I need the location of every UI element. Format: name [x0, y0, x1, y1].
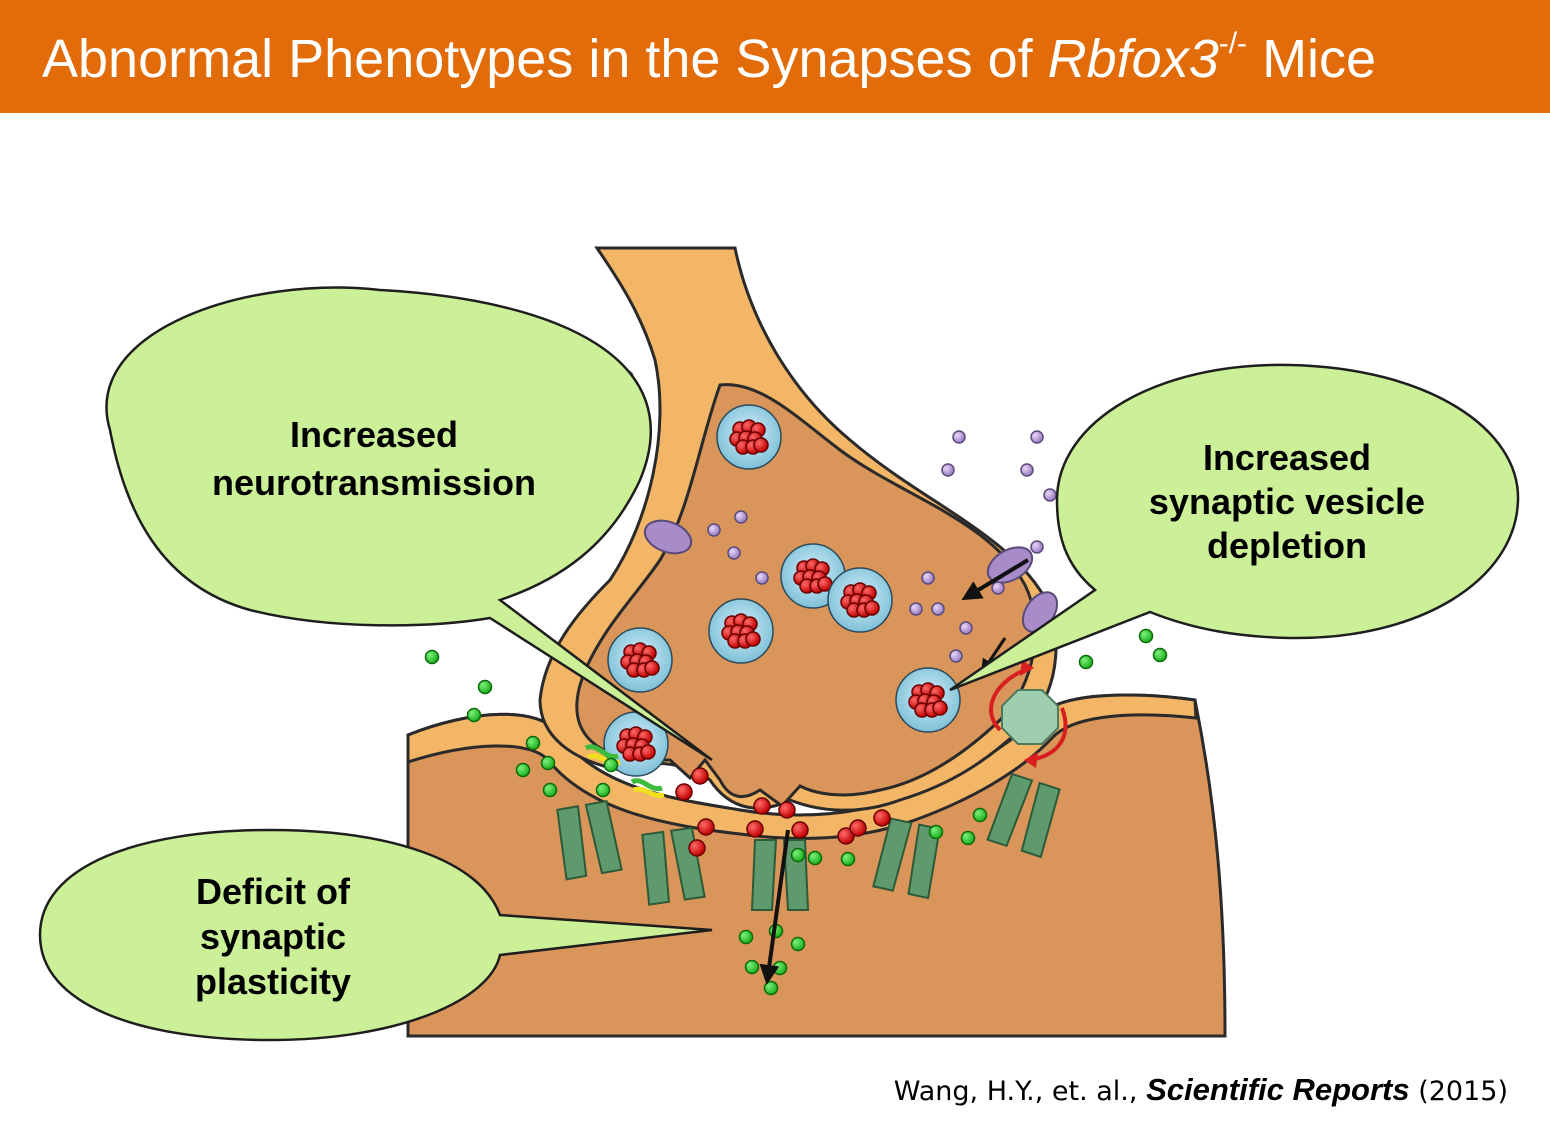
transporter-molecule-dot — [991, 581, 1005, 595]
transporter — [986, 546, 1034, 584]
neurotransmitter-dot — [640, 744, 656, 760]
neurotransmitter-dot — [753, 437, 769, 453]
transporter-molecule-dot — [959, 621, 973, 635]
ligand-dot — [595, 782, 611, 798]
title-superscript: -/- — [1218, 27, 1248, 60]
neurotransmitter-dot — [873, 809, 891, 827]
neurotransmitter-dot — [864, 600, 880, 616]
ligand-dot — [807, 850, 823, 866]
neurotransmitter-dot — [644, 660, 660, 676]
neurotransmitter-dot — [932, 700, 948, 716]
neurotransmitter-dot — [778, 801, 796, 819]
title-suffix: Mice — [1247, 29, 1377, 89]
recycling-transporter — [989, 660, 1068, 768]
ligand-dot — [763, 980, 779, 996]
ligand-dot — [515, 762, 531, 778]
ligand-dot — [772, 960, 788, 976]
callout-neurotransmission: Increased neurotransmission — [105, 286, 713, 762]
neurotransmitter-dot — [691, 767, 709, 785]
neurotransmitter-dot — [753, 797, 771, 815]
transporter-molecule-dot — [1030, 430, 1044, 444]
callout-neurotransmission-line-1: Increased — [290, 414, 458, 455]
transporter-molecule-dot — [734, 510, 748, 524]
citation: Wang, H.Y., et. al., Scientific Reports … — [894, 1072, 1508, 1108]
signal-arrow — [759, 829, 790, 985]
ligand-dot — [960, 830, 976, 846]
uptake-arrow — [961, 558, 1030, 601]
neurotransmitter-dot — [745, 631, 761, 647]
ligand-dot — [540, 755, 556, 771]
neurotransmitter-dot — [688, 839, 706, 857]
ligand-dot — [928, 824, 944, 840]
neurotransmitter-dot — [849, 819, 867, 837]
transporter-molecule-dot — [909, 602, 923, 616]
callout-vesicle-line-1: Increased — [1203, 437, 1371, 478]
neurotransmitter-dot — [837, 827, 855, 845]
ligand-dot — [738, 929, 754, 945]
ligand-dot — [1078, 654, 1094, 670]
ligand-dot — [790, 936, 806, 952]
receptor — [872, 817, 941, 900]
transporter-molecule-dot — [1043, 488, 1057, 502]
neurotransmitter-dot — [791, 821, 809, 839]
callout-plasticity-line-2: synaptic — [200, 916, 346, 957]
synaptic-vesicles — [603, 404, 961, 777]
transporter-molecule-dot — [727, 546, 741, 560]
callout-neurotransmission-line-2: neurotransmission — [212, 462, 536, 503]
transporter — [643, 519, 693, 555]
ligand-dot — [477, 679, 493, 695]
callout-vesicle-depletion: Increased synaptic vesicle depletion — [949, 363, 1520, 692]
callout-vesicle-line-3: depletion — [1207, 525, 1367, 566]
transporter-molecule-dot — [755, 571, 769, 585]
citation-authors: Wang, H.Y., et. al., — [893, 1076, 1147, 1107]
title-main: Abnormal Phenotypes in the Synapses of — [42, 29, 1048, 89]
callout-plasticity-line-1: Deficit of — [196, 871, 351, 912]
transporter-molecule-dot — [1030, 540, 1044, 554]
ligand-dot — [424, 649, 440, 665]
title-gene: Rbfox3 — [1047, 29, 1219, 89]
transporter-molecule-dot — [949, 649, 963, 663]
ligand-dot — [603, 757, 619, 773]
callout-plasticity: Deficit of synaptic plasticity — [38, 828, 713, 1042]
transporter-molecule-dot — [931, 602, 945, 616]
ligand-dot — [1152, 647, 1168, 663]
callout-vesicle-line-2: synaptic vesicle — [1149, 481, 1425, 522]
transporter-molecule-dot — [1020, 463, 1034, 477]
citation-journal: Scientific Reports — [1146, 1072, 1410, 1107]
receptor — [556, 800, 623, 881]
citation-year: (2015) — [1409, 1076, 1508, 1107]
transporter-molecule-dot — [941, 463, 955, 477]
ligand-dot — [466, 707, 482, 723]
ligand-dot — [744, 959, 760, 975]
postsynaptic-receptors — [556, 772, 1061, 911]
ligand-dot — [790, 847, 806, 863]
ligand-dot — [840, 851, 856, 867]
receptor — [986, 772, 1061, 859]
transporter-molecule-dot — [707, 523, 721, 537]
receptor — [641, 826, 706, 906]
ligand-dot — [972, 807, 988, 823]
neurotransmitter-dot — [746, 820, 764, 838]
slide-title: Abnormal Phenotypes in the Synapses of R… — [42, 24, 1376, 94]
transporter-molecule-dot — [952, 430, 966, 444]
transporter-molecule-dot — [921, 571, 935, 585]
ligand-dot — [1138, 628, 1154, 644]
ligand-dot — [542, 782, 558, 798]
title-bar: Abnormal Phenotypes in the Synapses of R… — [0, 0, 1550, 113]
ligand-dot — [525, 735, 541, 751]
neurotransmitter-dot — [697, 818, 715, 836]
callout-plasticity-line-3: plasticity — [195, 961, 351, 1002]
neurotransmitter-dot — [675, 783, 693, 801]
